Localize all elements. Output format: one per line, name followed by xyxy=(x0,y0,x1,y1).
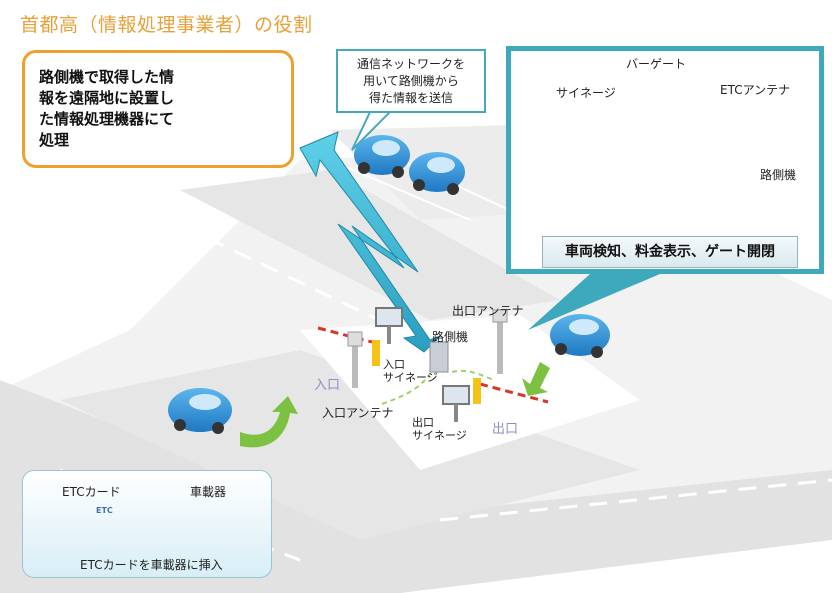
label-etc-antenna: ETCアンテナ xyxy=(720,83,791,97)
exit-signage-line: サイネージ xyxy=(412,429,467,442)
network-callout-line: 得た情報を送信 xyxy=(368,91,453,105)
exit-signage-line: 出口 xyxy=(412,416,434,429)
entry-green-arrow xyxy=(240,396,298,448)
label-inset-roadside-unit: 路側機 xyxy=(760,168,797,182)
server-panel: 路側機で取得した情報を遠隔地に設置した情報処理機器にて処理 xyxy=(22,50,294,168)
entry-car xyxy=(168,388,232,434)
inset-caption: 車両検知、料金表示、ゲート開閉 xyxy=(542,236,798,268)
network-callout: 通信ネットワークを 用いて路側機から 得た情報を送信 xyxy=(336,49,486,113)
label-entrance-antenna: 入口アンテナ xyxy=(322,406,394,420)
label-exit: 出口 xyxy=(492,422,519,437)
label-exit-antenna: 出口アンテナ xyxy=(452,304,524,318)
server-panel-text: 路側機で取得した情報を遠隔地に設置した情報処理機器にて処理 xyxy=(39,68,175,149)
label-bar-gate: バーゲート xyxy=(626,57,687,71)
entrance-signage-line: 入口 xyxy=(383,358,405,371)
exit-green-arrow xyxy=(522,362,550,396)
parked-car-1 xyxy=(354,135,410,178)
network-callout-line: 用いて路側機から xyxy=(363,74,459,88)
etc-panel xyxy=(22,470,272,578)
label-entrance-signage: 入口 サイネージ xyxy=(383,358,438,384)
network-zigzag-arrow xyxy=(299,131,441,353)
parked-car-2 xyxy=(409,152,465,195)
etc-card-brand: ETC xyxy=(96,506,113,515)
label-entrance: 入口 xyxy=(314,378,341,393)
label-exit-signage: 出口 サイネージ xyxy=(412,416,467,442)
page-title: 首都高（情報処理事業者）の役割 xyxy=(20,14,313,36)
entrance-signage-line: サイネージ xyxy=(383,371,438,384)
label-etc-card: ETCカード xyxy=(62,485,121,499)
network-callout-line: 通信ネットワークを xyxy=(356,57,465,71)
label-onboard-unit: 車載器 xyxy=(190,485,227,499)
exit-car xyxy=(550,314,610,358)
label-etc-caption: ETCカードを車載器に挿入 xyxy=(80,558,223,572)
label-roadside-unit: 路側機 xyxy=(432,330,469,344)
label-signage: サイネージ xyxy=(556,86,616,100)
